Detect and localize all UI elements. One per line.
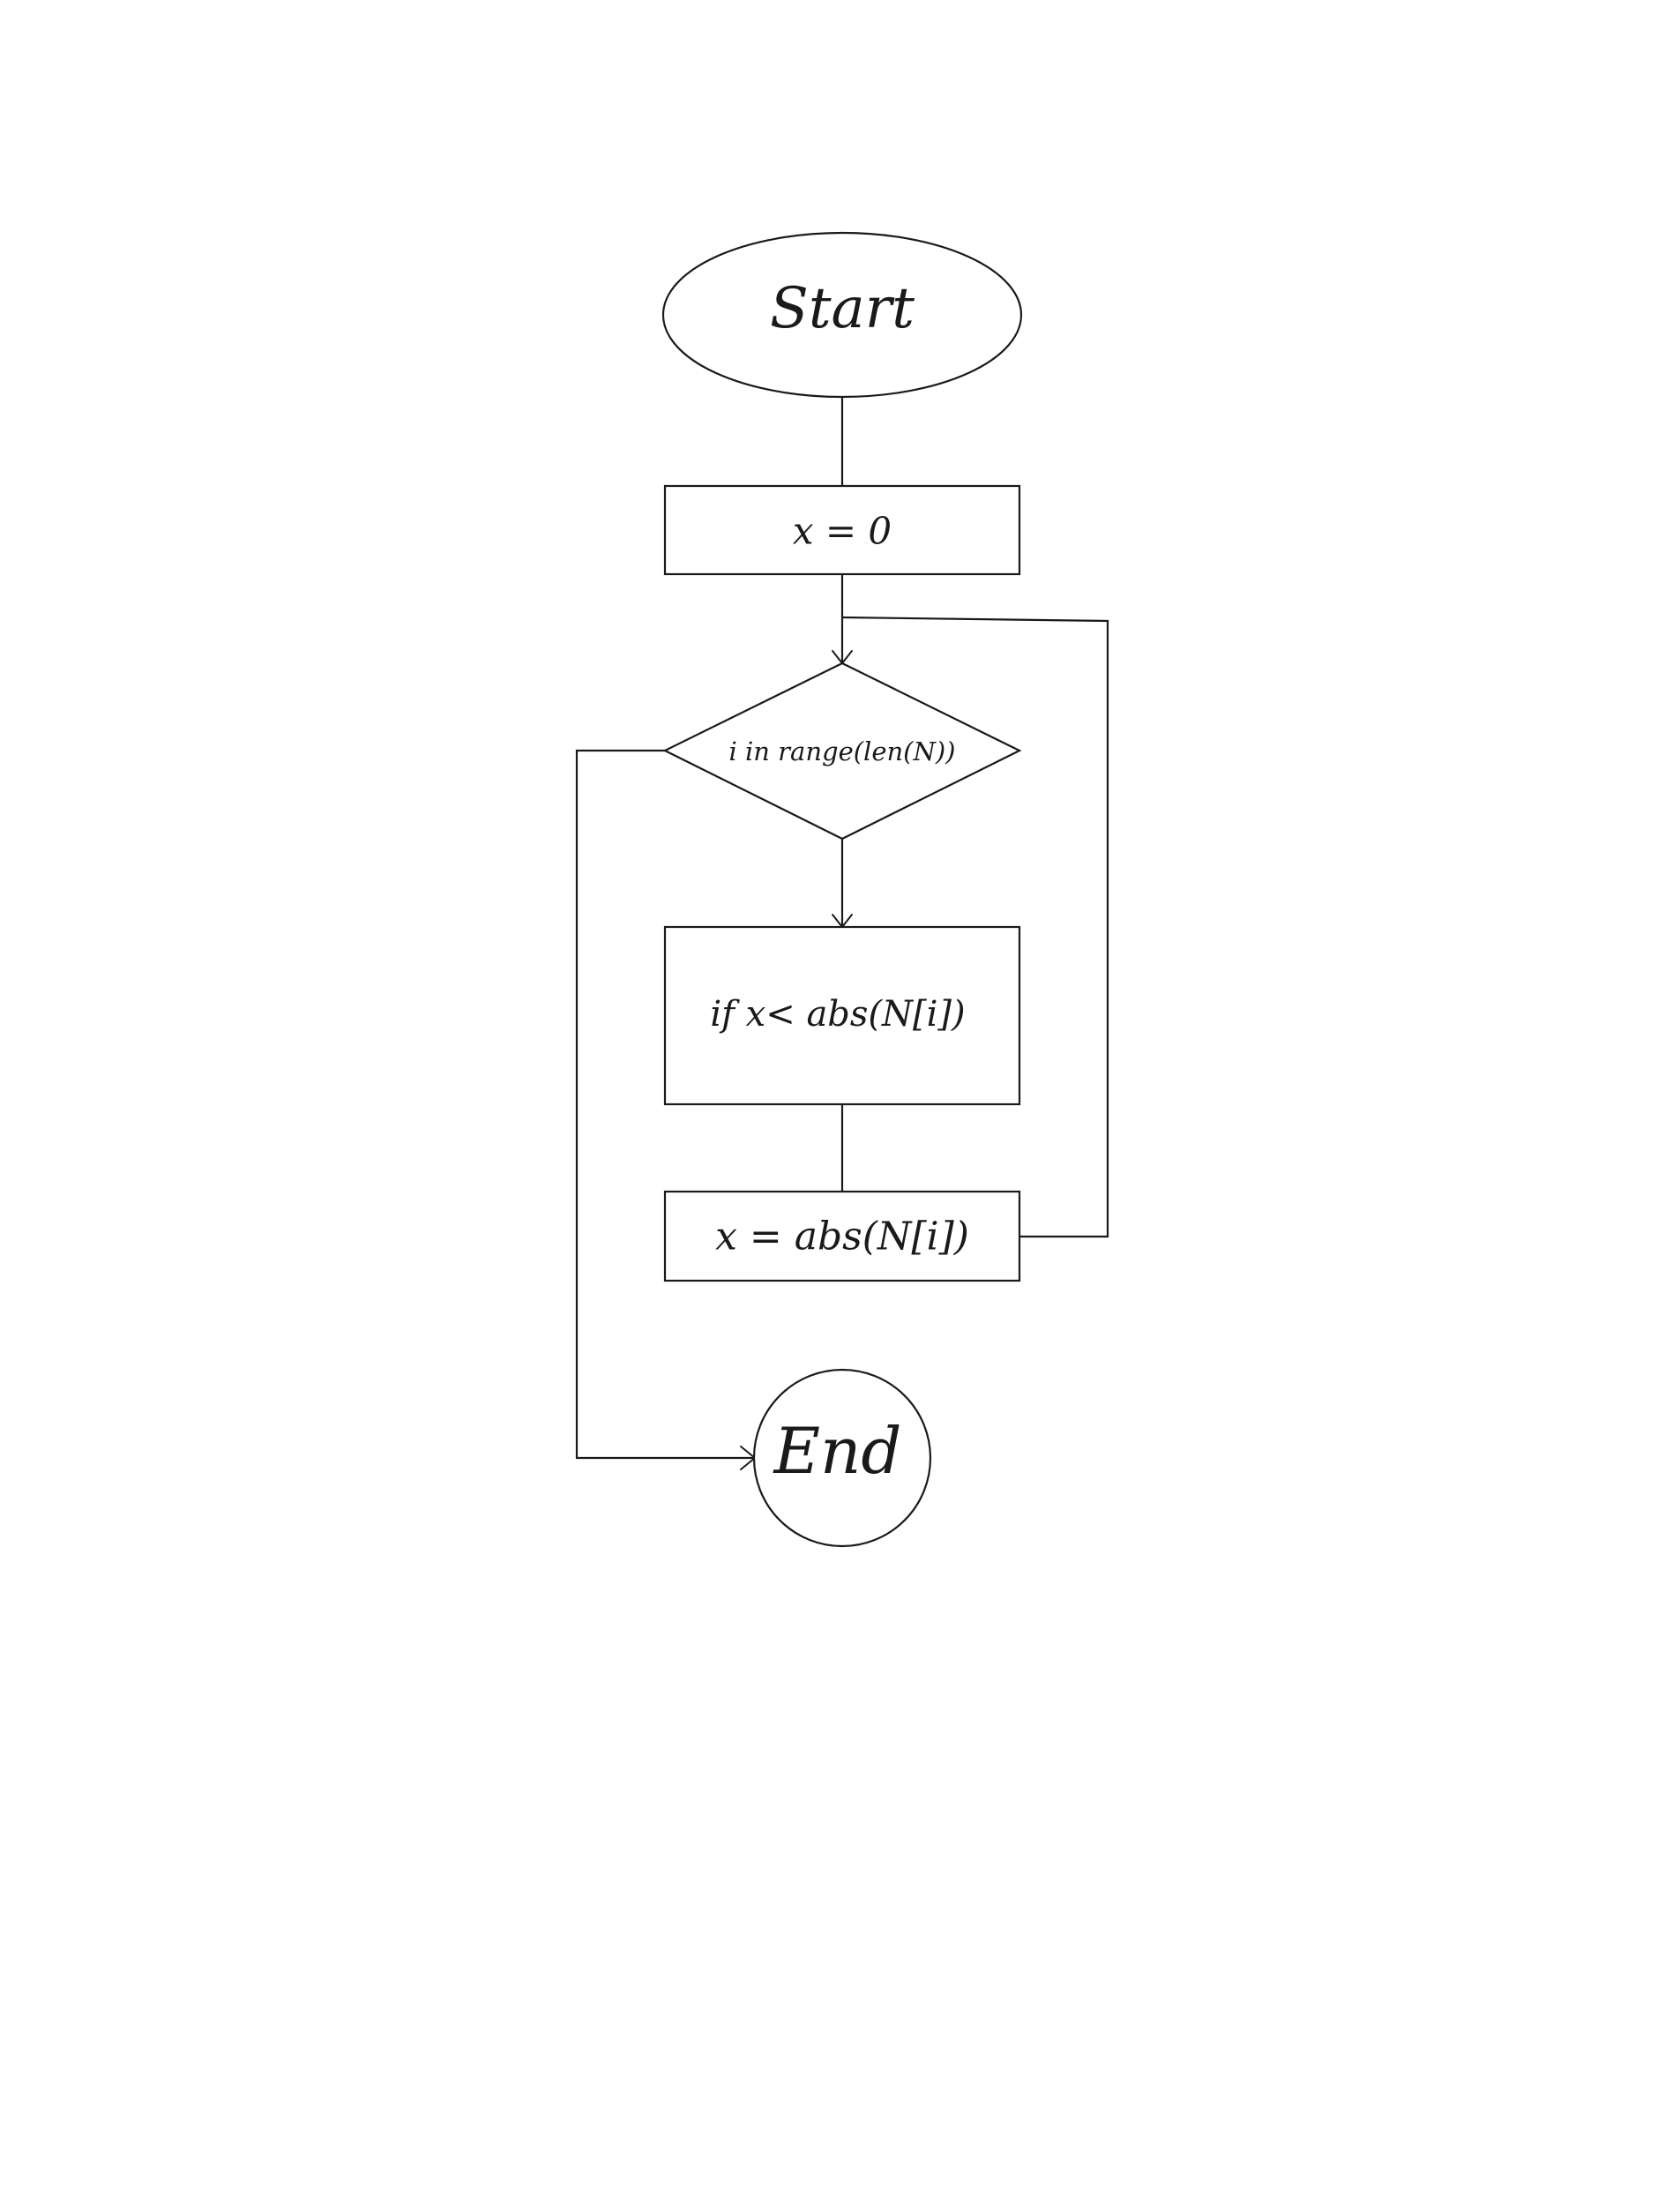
node-init: x = 0 [663, 484, 1021, 576]
node-end: End [752, 1368, 932, 1548]
edges [575, 398, 1109, 1470]
check-label: if x< abs(N[i]) [710, 994, 965, 1035]
node-loop: i in range(len(N)) [662, 662, 1022, 841]
end-terminator [752, 1368, 932, 1548]
edge-loop-to-end [575, 749, 755, 1460]
assign-label: x = abs(N[i]) [715, 1215, 969, 1259]
loop-label: i in range(len(N)) [729, 736, 956, 766]
node-check: if x< abs(N[i]) [663, 925, 1021, 1106]
start-terminator [661, 231, 1023, 399]
check-process-box [663, 925, 1021, 1106]
node-start: Start [661, 231, 1023, 399]
end-label: End [772, 1414, 901, 1488]
start-label: Start [770, 276, 915, 341]
node-assign: x = abs(N[i]) [663, 1190, 1021, 1282]
assign-process-box [663, 1190, 1021, 1282]
init-process-box [663, 484, 1021, 576]
init-label: x = 0 [793, 510, 892, 553]
loop-decision-diamond [662, 662, 1022, 841]
edge-assign-loopback [841, 616, 1109, 1238]
